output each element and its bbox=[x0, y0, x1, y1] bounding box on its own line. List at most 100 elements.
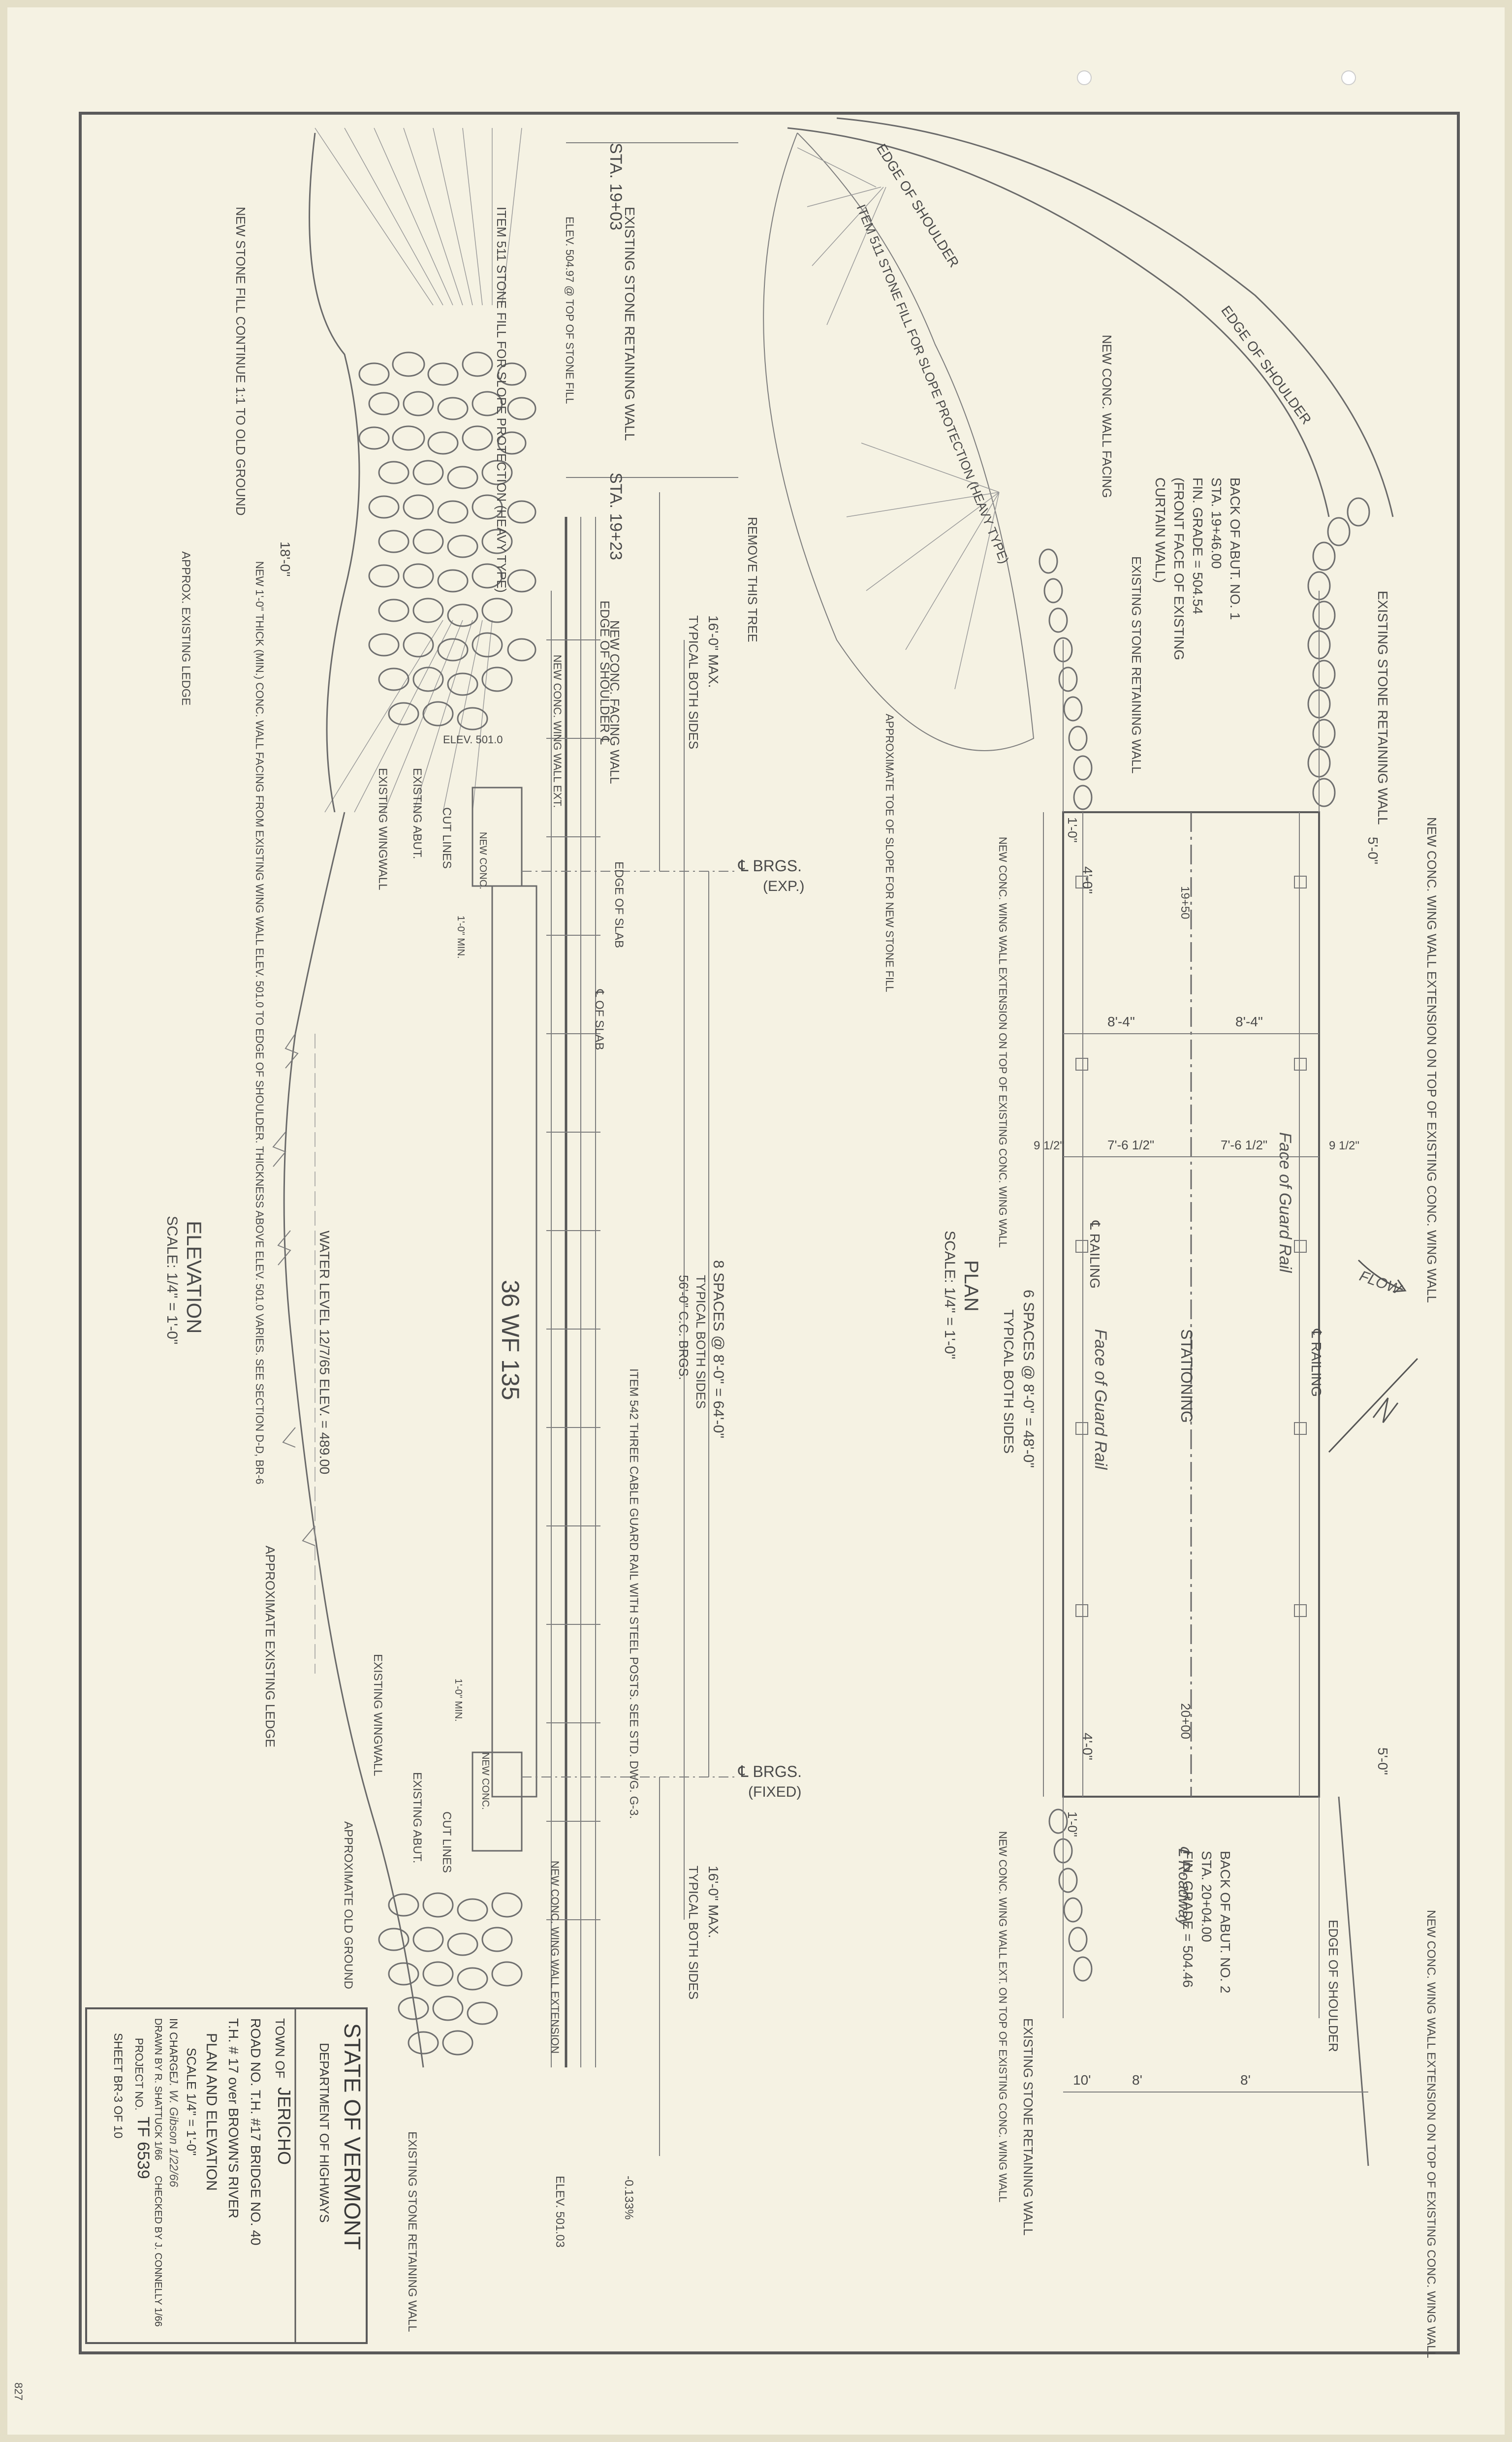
stone-fill-top bbox=[358, 351, 536, 730]
elev-501-03: ELEV. 501.03 bbox=[553, 2176, 567, 2248]
elev-new-wing-ext-b: NEW CONC. WING WALL EXTENSION bbox=[549, 1861, 561, 2054]
edge-shoulder-bot-a: EDGE OF SHOULDER bbox=[1326, 1920, 1341, 2052]
elev-cc-brgs: 56'-0" C.C. BRGS. bbox=[676, 1275, 691, 1380]
plan-title: PLAN bbox=[960, 1260, 982, 1312]
tb-town-label: TOWN OF bbox=[273, 2018, 287, 2078]
tb-drawn: DRAWN BY R. SHATTUCK 1/66 bbox=[153, 2018, 163, 2160]
elev-new-conc-a: NEW CONC. bbox=[477, 832, 488, 889]
svg-text:FIN. GRADE = 504.54: FIN. GRADE = 504.54 bbox=[1190, 477, 1205, 614]
sta-19-50: 19+50 bbox=[1178, 886, 1192, 919]
elev-501: ELEV. 501.0 bbox=[443, 733, 503, 746]
elev-existing-abut-a: EXISTING ABUT. bbox=[410, 768, 424, 859]
dim-4-0-bot: 4'-0" bbox=[1080, 1733, 1095, 1760]
tb-scale: SCALE 1/4" = 1'-0" bbox=[184, 2048, 199, 2156]
elevation-title: ELEVATION bbox=[183, 1221, 206, 1334]
tb-project-label: PROJECT NO. bbox=[133, 2038, 145, 2111]
punch-hole bbox=[1077, 70, 1092, 85]
elev-dim-1-0-min-b: 1'-0" MIN. bbox=[453, 1679, 464, 1722]
approx-toe-label: APPROXIMATE TOE OF SLOPE FOR NEW STONE F… bbox=[883, 714, 896, 992]
elev-existing-wingwall-a: EXISTING WINGWALL bbox=[376, 768, 389, 890]
new-wing-ext-left-label: NEW CONC. WING WALL EXTENSION ON TOP OF … bbox=[997, 837, 1009, 1248]
new-wall-facing-label: NEW CONC. WALL FACING bbox=[1100, 335, 1114, 498]
dim-7-6-b: 7'-6 1/2" bbox=[1221, 1138, 1267, 1152]
svg-text:(FRONT FACE OF EXISTING: (FRONT FACE OF EXISTING bbox=[1171, 477, 1187, 660]
sta-top-label: STA. 19+03 bbox=[606, 143, 625, 230]
plan-typical: TYPICAL BOTH SIDES bbox=[1001, 1309, 1016, 1454]
title-block: STATE OF VERMONT DEPARTMENT OF HIGHWAYS … bbox=[85, 2007, 368, 2344]
elev-existing-stone-wall-b: EXISTING STONE RETAINING WALL bbox=[406, 2131, 419, 2332]
elev-new-facing-wall: NEW CONC. FACING WALL bbox=[607, 620, 622, 784]
back-abut2-label: BACK OF ABUT. NO. 2 STA. 20+04.00 FIN. G… bbox=[1180, 1851, 1233, 1993]
dim-8-a: 8' bbox=[1132, 2072, 1142, 2088]
existing-stone-wall-top-label: EXISTING STONE RETAINING WALL bbox=[1375, 591, 1390, 825]
tb-over: T.H. # 17 over BROWN'S RIVER bbox=[226, 2018, 241, 2219]
tb-road: ROAD NO. T.H. #17 BRIDGE NO. 40 bbox=[248, 2018, 263, 2246]
elev-existing-wingwall-b: EXISTING WINGWALL bbox=[371, 1654, 384, 1776]
elev-existing-abut-b: EXISTING ABUT. bbox=[410, 1772, 424, 1863]
elev-approx-ledge-top: APPROX. EXISTING LEDGE bbox=[179, 551, 192, 705]
svg-text:STA. 20+04.00: STA. 20+04.00 bbox=[1199, 1851, 1214, 1942]
dim-8-4-a: 8'-4" bbox=[1107, 1014, 1135, 1029]
new-wing-ext-bot-right: NEW CONC. WING WALL EXTENSION ON TOP OF … bbox=[1424, 1910, 1438, 2358]
margin-code: 827 bbox=[12, 2382, 25, 2401]
svg-text:BACK OF ABUT. NO. 1: BACK OF ABUT. NO. 1 bbox=[1228, 477, 1243, 620]
plan-stone-wall-left bbox=[1039, 548, 1093, 810]
elev-new-stone-fill: NEW STONE FILL CONTINUE 1:1 TO OLD GROUN… bbox=[233, 207, 248, 515]
cl-roadway-label: ℄ Roadway bbox=[1175, 1846, 1193, 1927]
elev-item511: ITEM 511 STONE FILL FOR SLOPE PROTECTION… bbox=[494, 207, 509, 593]
tb-drawing: PLAN AND ELEVATION bbox=[203, 2033, 220, 2191]
svg-text:CURTAIN WALL): CURTAIN WALL) bbox=[1153, 477, 1168, 583]
elev-typ-both: TYPICAL BOTH SIDES bbox=[693, 1275, 708, 1409]
elev-typ-both-bot: TYPICAL BOTH SIDES bbox=[686, 1866, 701, 1999]
dim-9-5-a: 9 1/2" bbox=[1034, 1139, 1064, 1152]
cl-railing-a: ℄ RAILING bbox=[1087, 1220, 1102, 1289]
dim-5-0-bot: 5'-0" bbox=[1375, 1747, 1390, 1775]
svg-text:STA. 19+46.00: STA. 19+46.00 bbox=[1209, 477, 1224, 569]
elev-edge-of-slab: EDGE OF SLAB bbox=[612, 861, 626, 948]
dim-9-5-b: 9 1/2" bbox=[1329, 1139, 1359, 1152]
elev-water-level: WATER LEVEL 12/7/65 ELEV. = 489.00 bbox=[317, 1231, 332, 1474]
elev-grade: -0.133% bbox=[622, 2176, 635, 2220]
existing-stone-wall-mid-label: EXISTING STONE RETAINING WALL bbox=[1129, 556, 1144, 774]
svg-text:FIN. GRADE = 504.46: FIN. GRADE = 504.46 bbox=[1180, 1851, 1196, 1988]
elev-cut-lines-b: CUT LINES bbox=[440, 1811, 453, 1873]
plan-spaces: 6 SPACES @ 8'-0" = 48'-0" bbox=[1020, 1290, 1037, 1468]
back-abut1-label: BACK OF ABUT. NO. 1 STA. 19+46.00 FIN. G… bbox=[1153, 477, 1243, 660]
sta-mid-label: STA. 19+23 bbox=[606, 473, 625, 560]
old-ground-line bbox=[309, 132, 360, 813]
dim-7-6-a: 7'-6 1/2" bbox=[1107, 1138, 1154, 1152]
elev-top-stone: ELEV. 504.97 @ TOP OF STONE FILL bbox=[564, 217, 576, 404]
sheet-border bbox=[79, 112, 1460, 2354]
elev-cl-brgs-exp: ℄ BRGS. bbox=[738, 857, 802, 875]
punch-hole bbox=[1341, 70, 1356, 85]
elev-dim-18: 18'-0" bbox=[278, 541, 293, 576]
elev-cut-lines-a: CUT LINES bbox=[440, 807, 453, 869]
abutment-2 bbox=[472, 1751, 523, 1852]
title-block-frame bbox=[85, 2007, 368, 2344]
elev-approx-ledge-bot: APPROXIMATE EXISTING LEDGE bbox=[263, 1546, 278, 1747]
new-wing-ext-top-label: NEW CONC. WING WALL EXTENSION ON TOP OF … bbox=[1424, 817, 1439, 1303]
new-wing-ext-bot-left: NEW CONC. WING WALL EXT. ON TOP OF EXIST… bbox=[997, 1831, 1009, 2202]
elev-dim-16-bot: 16'-0" MAX. bbox=[706, 1866, 721, 1938]
dim-5-0-top: 5'-0" bbox=[1365, 837, 1381, 864]
face-guard-b: Face of Guard Rail bbox=[1276, 1132, 1294, 1273]
abutment-1 bbox=[472, 787, 523, 887]
elevation-scale: SCALE: 1/4" = 1'-0" bbox=[164, 1216, 180, 1344]
elev-exp: (EXP.) bbox=[763, 878, 804, 894]
elev-new-conc-b: NEW CONC. bbox=[480, 1752, 491, 1810]
stone-fill-bottom bbox=[378, 1892, 523, 2056]
plan-view bbox=[763, 117, 1418, 2166]
flow-arrow-icon bbox=[1357, 1259, 1407, 1293]
edge-shoulder-curve-b bbox=[836, 117, 1394, 517]
dim-1-0-top: 1'-0" bbox=[1065, 817, 1080, 843]
cl-railing-b: ℄ RAILING bbox=[1309, 1329, 1324, 1397]
elev-beam: 36 WF 135 bbox=[497, 1280, 524, 1400]
tb-in-charge-name: J. W. Gibson 1/22/66 bbox=[167, 2077, 180, 2188]
tb-state: STATE OF VERMONT bbox=[340, 2023, 365, 2250]
elev-item-542: ITEM 542 THREE CABLE GUARD RAIL WITH STE… bbox=[627, 1368, 640, 1819]
dim-10: 10' bbox=[1073, 2072, 1091, 2088]
remove-tree-label: REMOVE THIS TREE bbox=[745, 517, 760, 642]
elev-cl-brgs-fixed: ℄ BRGS. bbox=[738, 1763, 802, 1780]
